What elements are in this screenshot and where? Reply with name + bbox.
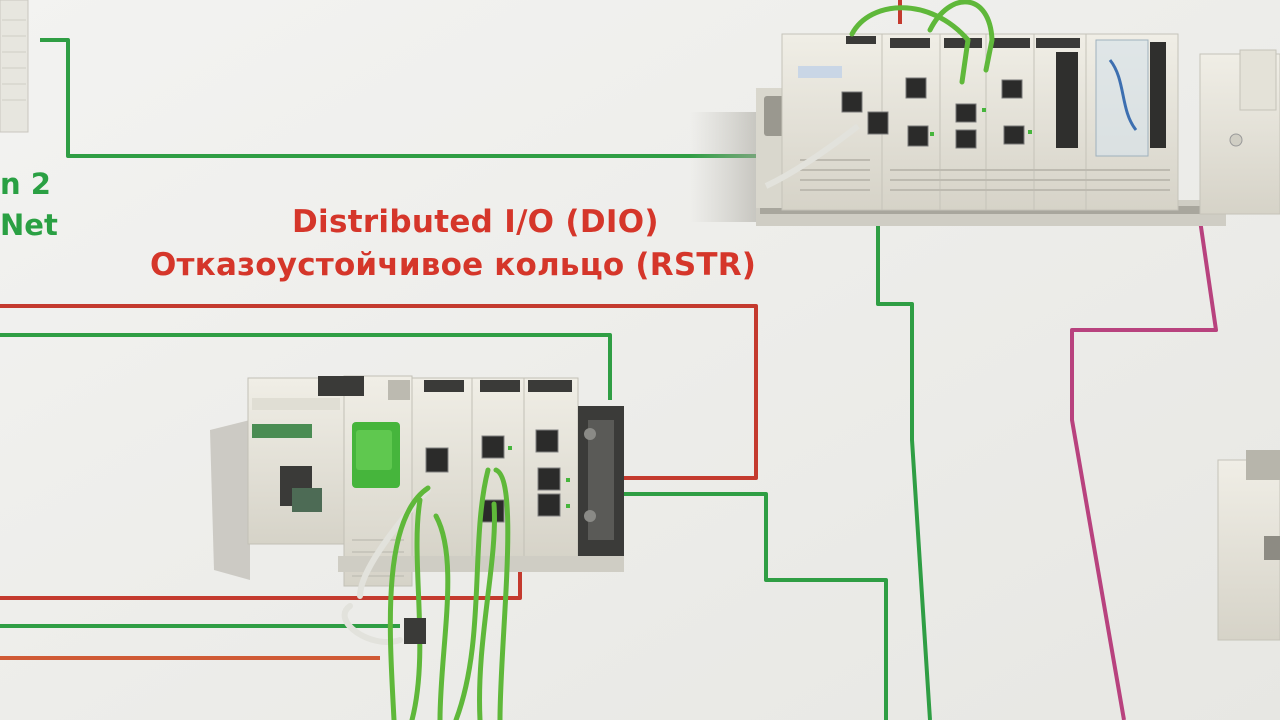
green-line-mid bbox=[0, 333, 612, 400]
headline-line-1: Distributed I/O (DIO) bbox=[292, 204, 659, 240]
partial-device-right-edge bbox=[1217, 450, 1280, 641]
plc-main-rack bbox=[690, 0, 1280, 226]
left-edge-text-line-1: n 2 bbox=[0, 167, 51, 201]
green-line-plc-drop bbox=[876, 222, 932, 720]
left-edge-text-line-2: Net bbox=[0, 208, 58, 242]
red-ring-line bbox=[0, 304, 758, 480]
remote-io-drop-rack bbox=[210, 375, 624, 720]
green-line-right bbox=[622, 492, 888, 720]
headline-line-2: Отказоустойчивое кольцо (RSTR) bbox=[150, 247, 757, 283]
pink-line bbox=[1070, 219, 1218, 720]
partial-device-top-left bbox=[0, 0, 29, 133]
green-line-top bbox=[40, 38, 760, 158]
